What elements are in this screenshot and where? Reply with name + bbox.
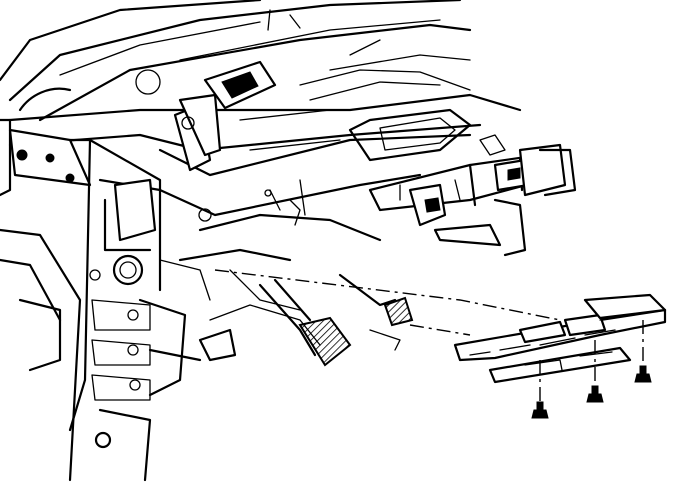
steering-column <box>368 134 577 257</box>
dash-top-panel <box>0 0 472 122</box>
instrument-panel-carrier <box>8 93 522 222</box>
bolt-icon <box>634 365 652 383</box>
bolt-icon <box>586 385 604 403</box>
fasteners <box>531 320 652 419</box>
pedals <box>258 273 414 367</box>
left-side-body-structure <box>0 118 202 482</box>
bolt-icon <box>531 401 549 419</box>
alignment-line <box>214 269 561 336</box>
knee-bolster-reinforcement <box>453 293 667 384</box>
